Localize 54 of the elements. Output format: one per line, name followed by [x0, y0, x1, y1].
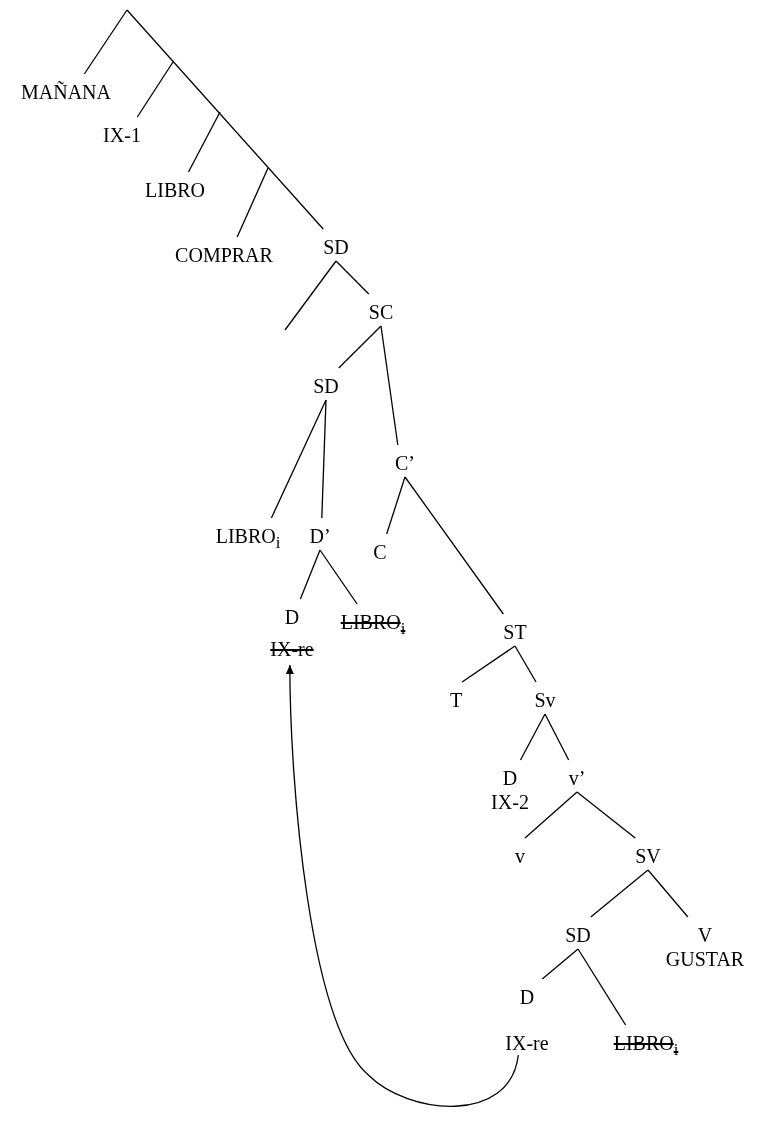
tree-label: D: [501, 766, 519, 790]
tree-label: IX-re: [505, 1031, 549, 1055]
tree-branch: [187, 111, 221, 173]
tree-label: SD: [323, 235, 349, 259]
tree-branch: [514, 645, 537, 683]
tree-branch: [386, 476, 406, 535]
tree-label: SD: [313, 374, 339, 398]
tree-label: D: [518, 985, 536, 1009]
tree-branch: [299, 549, 321, 600]
tree-branch: [236, 167, 269, 238]
tree-branch: [284, 260, 337, 331]
tree-branch: [404, 476, 504, 615]
tree-label: SD: [565, 923, 591, 947]
tree-label: V: [696, 923, 714, 947]
tree-label: v’: [568, 766, 586, 790]
tree-branch: [544, 713, 570, 761]
tree-label: SV: [635, 844, 661, 868]
tree-branch: [461, 645, 516, 683]
tree-branch: [647, 869, 689, 918]
tree-label: T: [449, 688, 463, 712]
tree-label: COMPRAR: [175, 243, 273, 267]
struck-tree-label: IX-re: [270, 637, 314, 661]
tree-branch: [576, 791, 636, 839]
struck-tree-label: LIBRO$_{i}$: [613, 1031, 679, 1061]
tree-label: LIBRO$_{i}$: [215, 524, 281, 554]
tree-branch: [524, 791, 578, 839]
tree-label: SC: [368, 300, 394, 324]
tree-branch: [319, 549, 358, 605]
movement-arrow: [285, 664, 519, 1107]
tree-branch: [270, 399, 327, 519]
struck-tree-label: LIBRO$_{i}$: [340, 610, 406, 640]
tree-label: Sv: [534, 688, 556, 712]
tree-label: IX-1: [103, 123, 141, 147]
tree-label: ST: [503, 620, 527, 644]
tree-label: D’: [309, 524, 331, 548]
tree-label: IX-2: [491, 790, 529, 814]
tree-label: v: [515, 844, 525, 868]
tree-label: GUSTAR: [665, 947, 745, 971]
tree-branch: [577, 948, 627, 1026]
tree-branch: [136, 61, 174, 118]
tree-label: LIBRO: [145, 178, 205, 202]
tree-label: D: [283, 605, 301, 629]
tree-branch: [335, 260, 370, 295]
tree-branch: [338, 325, 382, 369]
tree-branch: [126, 9, 324, 230]
tree-branch: [321, 399, 327, 519]
tree-label: MAÑANA: [21, 80, 111, 104]
tree-branch: [83, 9, 128, 75]
tree-label: C: [373, 540, 387, 564]
tree-branch: [380, 325, 399, 446]
tree-branch: [519, 713, 546, 761]
tree-label: C’: [395, 451, 415, 475]
tree-branch: [590, 869, 649, 918]
tree-branch: [541, 948, 579, 980]
